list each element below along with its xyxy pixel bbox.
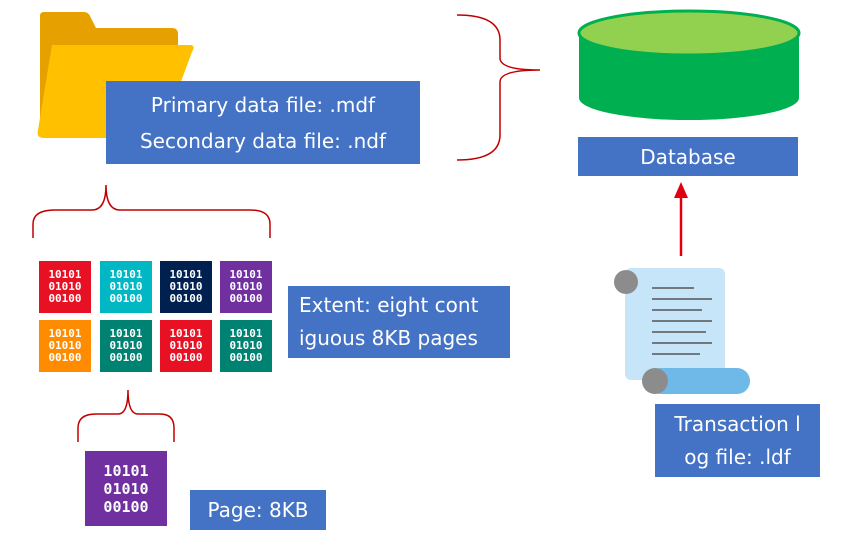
- page-label-text: Page: 8KB: [207, 498, 309, 522]
- database-icon: [577, 9, 801, 120]
- single-page-tile: 10101 01010 00100: [85, 451, 167, 526]
- page-label: Page: 8KB: [190, 490, 326, 530]
- extent-page-tile: 10101 01010 00100: [39, 261, 91, 313]
- extent-page-tile: 10101 01010 00100: [100, 320, 152, 372]
- database-text: Database: [640, 144, 736, 169]
- extent-page-tile: 10101 01010 00100: [220, 320, 272, 372]
- extent-page-brace: [77, 389, 175, 442]
- log-to-database-arrow: [674, 182, 688, 256]
- folder-extent-brace: [32, 184, 271, 238]
- transaction-log-scroll-icon: [614, 268, 750, 394]
- extent-label-line-2: iguous 8KB pages: [299, 326, 478, 350]
- extent-page-tile: 10101 01010 00100: [220, 261, 272, 313]
- extent-label: Extent: eight cont iguous 8KB pages: [288, 286, 510, 358]
- transaction-log-line-1: Transaction l: [674, 411, 801, 436]
- extent-page-tile: 10101 01010 00100: [160, 320, 212, 372]
- files-database-brace: [456, 14, 541, 161]
- primary-data-file-text: Primary data file: .mdf: [150, 92, 376, 117]
- transaction-log-label: Transaction l og file: .ldf: [655, 404, 820, 477]
- transaction-log-line-2: og file: .ldf: [684, 444, 791, 469]
- data-files-label: Primary data file: .mdf Secondary data f…: [106, 81, 420, 164]
- extent-page-tile: 10101 01010 00100: [100, 261, 152, 313]
- secondary-data-file-text: Secondary data file: .ndf: [139, 128, 386, 153]
- database-label: Database: [578, 137, 798, 176]
- extent-page-tile: 10101 01010 00100: [160, 261, 212, 313]
- extent-label-line-1: Extent: eight cont: [299, 293, 479, 317]
- extent-page-tile: 10101 01010 00100: [39, 320, 91, 372]
